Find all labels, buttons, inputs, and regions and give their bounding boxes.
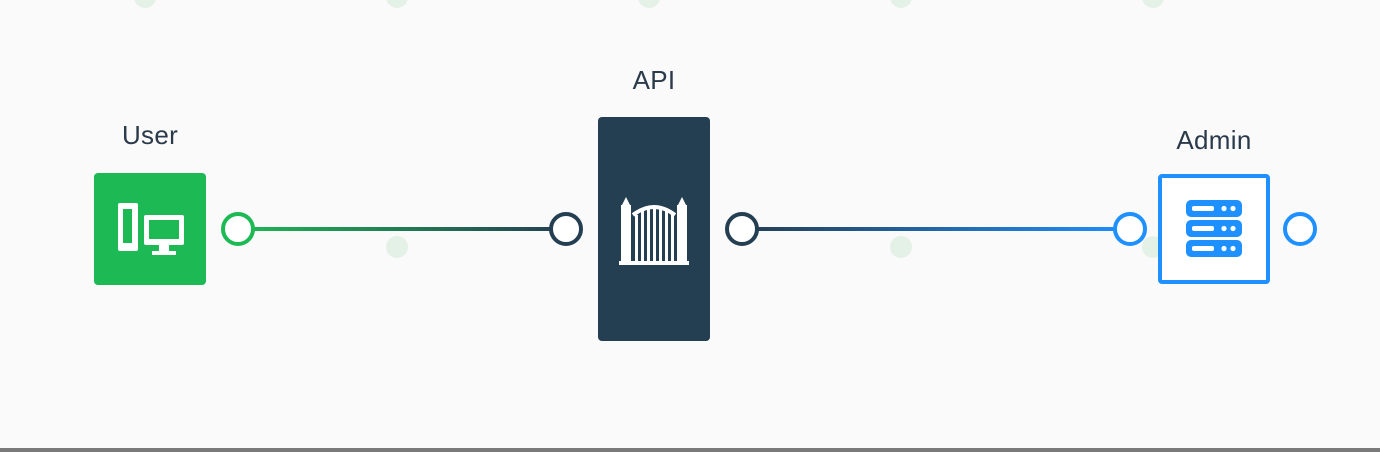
port-admin-in[interactable] [1113,212,1147,246]
node-label-api: API [632,65,676,95]
node-admin[interactable] [1158,174,1270,284]
server-icon [1184,198,1244,260]
bottom-divider [0,448,1380,452]
grid-dot [1142,0,1164,8]
grid-dot [890,236,912,258]
grid-dot [386,236,408,258]
node-api[interactable] [598,117,710,341]
gate-icon [616,195,692,267]
port-user-out[interactable] [221,212,255,246]
grid-dot [638,0,660,8]
grid-dot [890,0,912,8]
node-label-admin: Admin [1176,125,1252,155]
grid-dot [134,0,156,8]
node-user[interactable] [94,173,206,285]
desktop-mobile-icon [114,201,186,257]
port-admin-out[interactable] [1283,212,1317,246]
port-api-in[interactable] [549,212,583,246]
grid-dot [386,0,408,8]
port-api-out[interactable] [725,212,759,246]
node-label-user: User [121,120,179,150]
